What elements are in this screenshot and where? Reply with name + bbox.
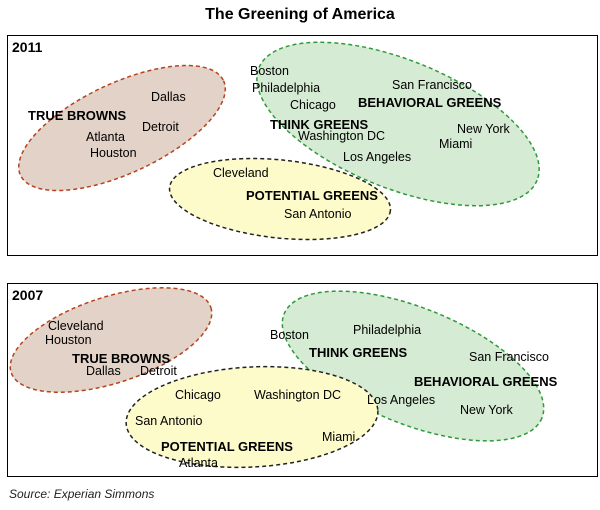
city-label: Houston — [45, 333, 92, 347]
chart-title: The Greening of America — [205, 6, 395, 23]
city-label: Boston — [270, 328, 309, 342]
city-label: Atlanta — [179, 456, 218, 470]
potential-greens-ellipse — [168, 157, 392, 241]
city-label: New York — [457, 122, 511, 136]
city-label: Philadelphia — [252, 81, 320, 95]
panel-2011: TRUE BROWNS THINK GREENS BEHAVIORAL GREE… — [7, 35, 598, 256]
behavioral-greens-label: BEHAVIORAL GREENS — [358, 95, 502, 110]
city-label: Chicago — [290, 98, 336, 112]
city-label: Chicago — [175, 388, 221, 402]
true-browns-ellipse — [17, 64, 227, 192]
city-label: Dallas — [151, 90, 186, 104]
city-label: New York — [460, 403, 514, 417]
city-label: Atlanta — [86, 130, 125, 144]
think-greens-label: THINK GREENS — [309, 345, 408, 360]
potential-greens-ellipse — [125, 365, 379, 469]
year-label: 2011 — [12, 39, 43, 55]
diagram-2007: TRUE BROWNS THINK GREENS BEHAVIORAL GREE… — [9, 287, 558, 470]
city-label: San Francisco — [392, 78, 472, 92]
city-label: Washington DC — [298, 129, 385, 143]
city-label: Boston — [250, 64, 289, 78]
behavioral-greens-label: BEHAVIORAL GREENS — [414, 374, 558, 389]
city-label: Cleveland — [213, 166, 269, 180]
greens-ellipse — [256, 41, 540, 207]
greens-ellipse — [281, 290, 545, 442]
city-label: Philadelphia — [353, 323, 421, 337]
city-label: Detroit — [140, 364, 177, 378]
city-label: Cleveland — [48, 319, 104, 333]
panel-2007: TRUE BROWNS THINK GREENS BEHAVIORAL GREE… — [7, 283, 598, 477]
city-label: Washington DC — [254, 388, 341, 402]
city-label: San Antonio — [135, 414, 202, 428]
city-label: Miami — [439, 137, 472, 151]
true-browns-ellipse — [9, 287, 213, 393]
city-label: San Francisco — [469, 350, 549, 364]
city-label: San Antonio — [284, 207, 351, 221]
true-browns-label: TRUE BROWNS — [28, 108, 127, 123]
think-greens-label: THINK GREENS — [270, 117, 369, 132]
city-label: Detroit — [142, 120, 179, 134]
potential-greens-label: POTENTIAL GREENS — [161, 439, 293, 454]
city-label: Los Angeles — [367, 393, 435, 407]
source-note: Source: Experian Simmons — [9, 487, 155, 501]
city-label: Miami — [322, 430, 355, 444]
potential-greens-label: POTENTIAL GREENS — [246, 188, 378, 203]
diagram-2011: TRUE BROWNS THINK GREENS BEHAVIORAL GREE… — [17, 41, 540, 241]
year-label: 2007 — [12, 287, 44, 303]
city-label: Los Angeles — [343, 150, 411, 164]
city-label: Dallas — [86, 364, 121, 378]
city-label: Houston — [90, 146, 137, 160]
true-browns-label: TRUE BROWNS — [72, 351, 171, 366]
